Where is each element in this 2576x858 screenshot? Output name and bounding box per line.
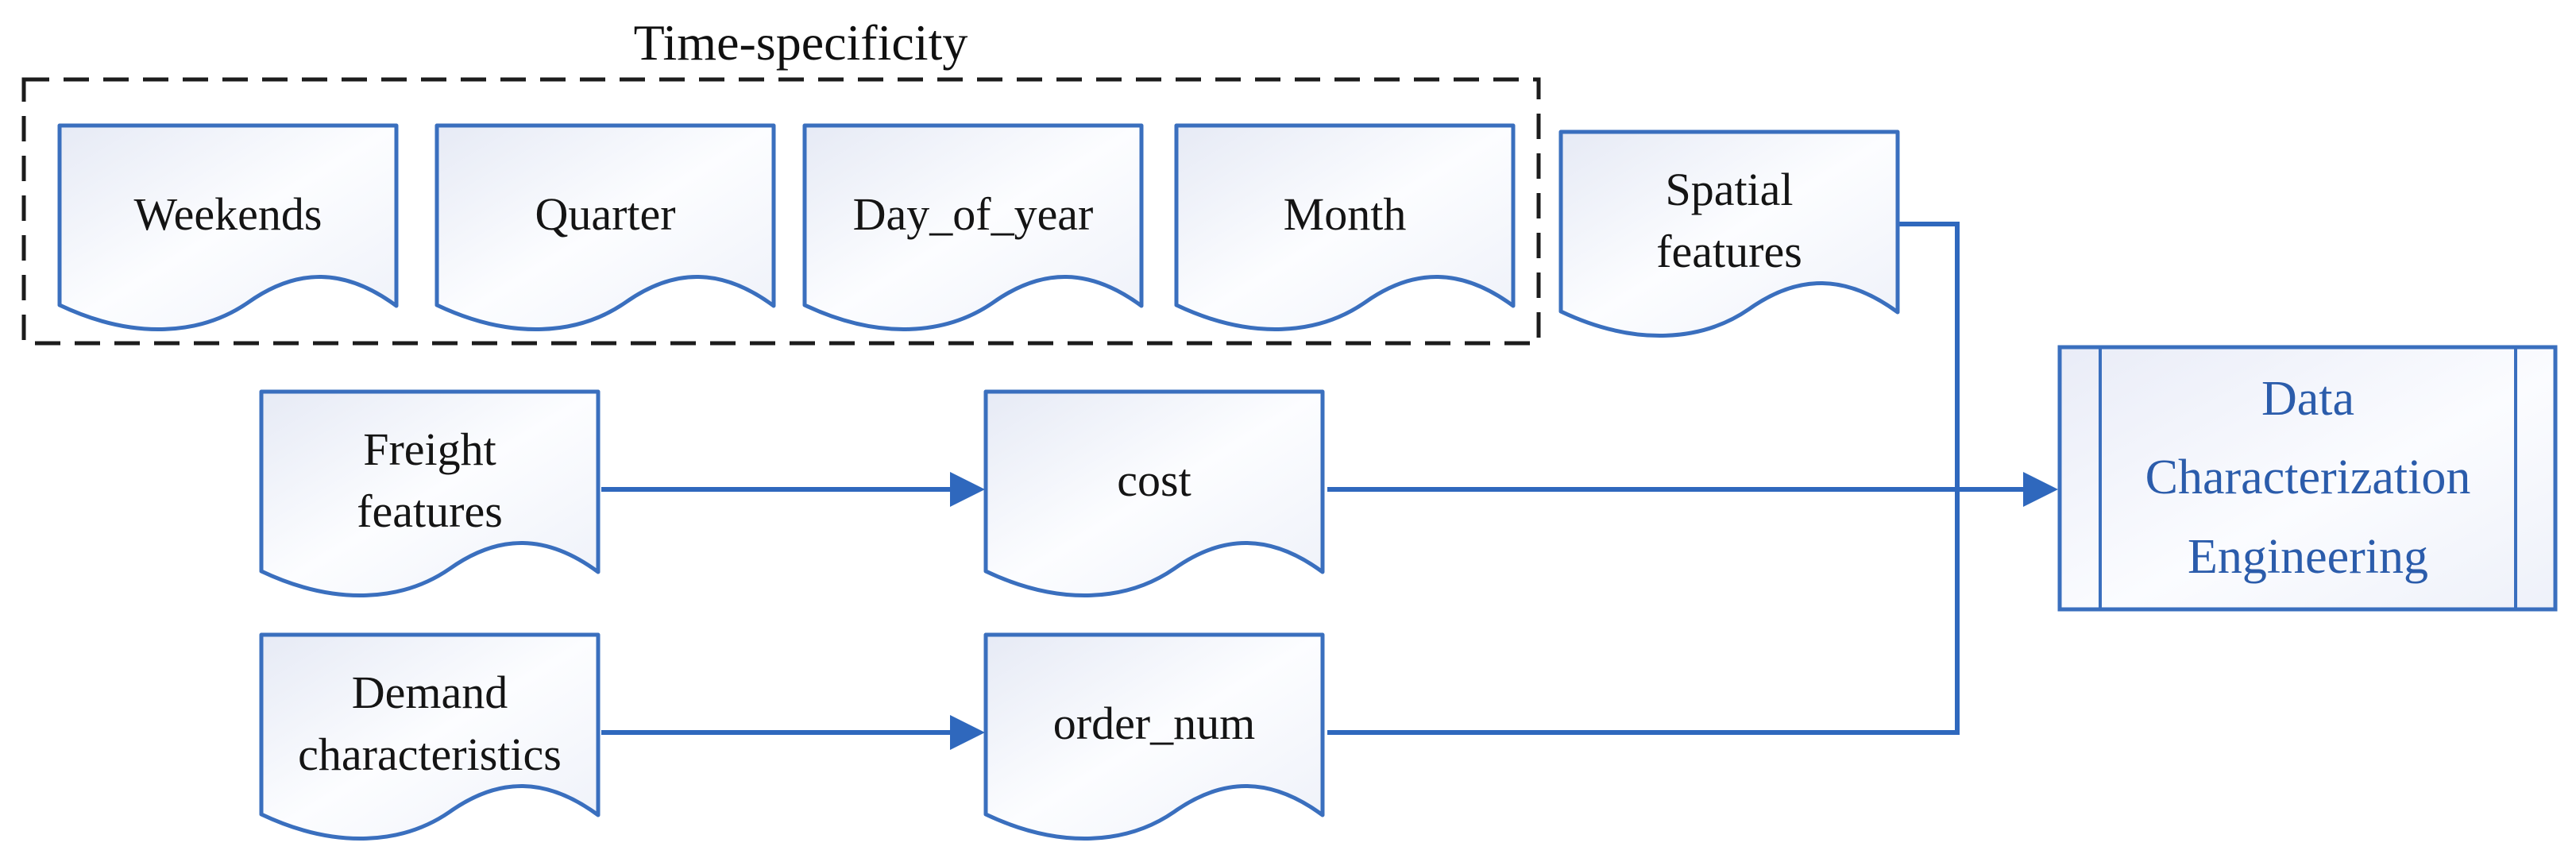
document-shape-quarter: [437, 126, 774, 330]
engine-box: [2057, 345, 2558, 612]
arrowheads: [950, 472, 2058, 750]
arrowhead-into-ordernum: [950, 715, 985, 750]
document-shape-demand-characteristics: [261, 635, 598, 839]
arrowhead-into-engine: [2023, 472, 2058, 507]
document-shape-cost: [986, 392, 1323, 596]
document-shape-month: [1176, 126, 1513, 330]
connector-ordernum-spatial-junction: [1327, 222, 1960, 735]
connector-lines: [601, 222, 2026, 735]
document-shape-spatial-features: [1561, 132, 1898, 336]
document-shape-weekends: [60, 126, 396, 330]
engine-box-outline: [2057, 345, 2558, 612]
document-shape-freight-features: [261, 392, 598, 596]
document-shape-order-num: [986, 635, 1323, 839]
group-title: Time-specificity: [633, 14, 968, 71]
document-shape-day-of-year: [805, 126, 1141, 330]
time-specificity-group-border: [21, 77, 1541, 346]
arrowhead-into-cost: [950, 472, 985, 507]
